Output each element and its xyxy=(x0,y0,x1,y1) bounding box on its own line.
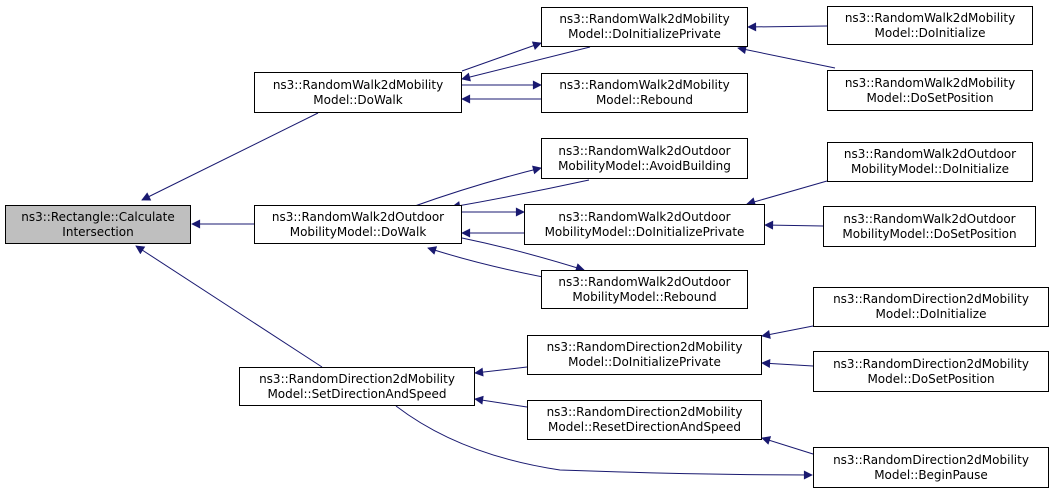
node-label-line2: Model::Rebound xyxy=(595,93,694,107)
node-randomwalk2d-rebound[interactable]: ns3::RandomWalk2dMobility Model::Rebound xyxy=(541,73,748,113)
node-randomwalk2d-dosetposition[interactable]: ns3::RandomWalk2dMobility Model::DoSetPo… xyxy=(827,70,1033,111)
node-label-line1: ns3::RandomWalk2dOutdoor xyxy=(558,274,731,289)
node-label-line2: Model::DoSetPosition xyxy=(866,90,994,105)
node-label-line2: Model::ResetDirectionAndSpeed xyxy=(548,420,741,434)
node-randomdirection2d-dosetposition[interactable]: ns3::RandomDirection2dMobility Model::Do… xyxy=(813,351,1049,392)
node-label-line2: Model::DoSetPosition xyxy=(867,371,995,386)
node-label-line2: Model::BeginPause xyxy=(874,467,988,482)
edge-ro-dosetpos-to-ro-doinitp xyxy=(764,220,824,230)
node-label-line1: ns3::RandomWalk2dOutdoor xyxy=(558,209,731,224)
edge-rd-setdir-to-root xyxy=(135,245,323,368)
node-randomwalk2doutdoor-doinitializeprivate[interactable]: ns3::RandomWalk2dOutdoor MobilityModel::… xyxy=(524,204,765,245)
edge-rd-reset-to-rd-setdir xyxy=(474,395,528,408)
node-randomwalk2d-doinitializeprivate[interactable]: ns3::RandomWalk2dMobility Model::DoIniti… xyxy=(541,7,748,47)
node-label-line1: ns3::RandomDirection2dMobility xyxy=(833,356,1029,371)
node-randomdirection2d-doinitialize[interactable]: ns3::RandomDirection2dMobility Model::Do… xyxy=(813,287,1049,327)
node-label-line1: ns3::RandomWalk2dMobility xyxy=(844,10,1016,25)
node-label-line2: Model::DoWalk xyxy=(313,92,403,107)
node-randomwalk2doutdoor-avoidbuilding[interactable]: ns3::RandomWalk2dOutdoor MobilityModel::… xyxy=(541,138,748,179)
node-label-line1: ns3::RandomWalk2dOutdoor xyxy=(843,211,1016,226)
node-label-line2: MobilityModel::DoSetPosition xyxy=(842,226,1017,241)
node-label-line1: ns3::RandomWalk2dOutdoor xyxy=(843,147,1017,161)
node-randomwalk2d-dowalk[interactable]: ns3::RandomWalk2dMobility Model::DoWalk xyxy=(254,72,462,113)
node-label-line1: ns3::RandomWalk2dOutdoor xyxy=(558,143,731,158)
node-randomdirection2d-setdirectionandspeed[interactable]: ns3::RandomDirection2dMobility Model::Se… xyxy=(239,367,475,406)
node-label-line1: ns3::RandomWalk2dMobility xyxy=(272,77,444,92)
node-label-line2: Model::DoInitializePrivate xyxy=(568,27,721,41)
node-label-line2: MobilityModel::DoInitialize xyxy=(850,162,1010,176)
node-label-line2: Model::DoInitialize xyxy=(874,25,986,40)
node-label-line1: ns3::RandomWalk2dMobility xyxy=(559,12,730,26)
node-label-line1: ns3::RandomDirection2dMobility xyxy=(833,292,1029,306)
edge-rw-dowalk-to-root xyxy=(141,112,319,201)
node-randomdirection2d-beginpause[interactable]: ns3::RandomDirection2dMobility Model::Be… xyxy=(813,447,1049,488)
node-label-line2: Model::DoInitializePrivate xyxy=(568,355,721,369)
edge-rw-doinitp-to-rw-dowalk xyxy=(461,46,591,82)
edge-rw-doinit-to-rw-doinitp xyxy=(747,22,828,32)
node-randomwalk2doutdoor-dowalk[interactable]: ns3::RandomWalk2dOutdoor MobilityModel::… xyxy=(254,205,462,244)
node-label-line2: MobilityModel::DoWalk xyxy=(289,224,427,239)
node-label-line2: Intersection xyxy=(62,224,134,239)
edge-rd-dosetpos-to-rd-doinitp xyxy=(761,358,814,368)
edge-rd-pause-to-rd-reset xyxy=(761,436,814,455)
edge-rd-doinitp-to-rd-setdir xyxy=(474,366,528,377)
node-randomdirection2d-resetdirectionandspeed[interactable]: ns3::RandomDirection2dMobility Model::Re… xyxy=(527,400,762,440)
node-label-line1: ns3::RandomDirection2dMobility xyxy=(833,452,1029,467)
edge-rw-dosetpos-to-rw-doinitp xyxy=(737,45,836,69)
edge-ro-dowalk-to-ro-rebound xyxy=(461,237,585,272)
edge-ro-doinit-to-ro-doinitp xyxy=(746,180,828,207)
edge-ro-dowalk-to-ro-avoid xyxy=(411,165,542,208)
node-rectangle-calculate-intersection[interactable]: ns3::Rectangle::Calculate Intersection xyxy=(5,205,191,244)
node-randomwalk2doutdoor-rebound[interactable]: ns3::RandomWalk2dOutdoor MobilityModel::… xyxy=(541,270,748,309)
edge-ro-avoid-to-ro-dowalk xyxy=(451,179,590,211)
node-label-line1: ns3::RandomWalk2dMobility xyxy=(844,75,1016,90)
node-label-line1: ns3::RandomDirection2dMobility xyxy=(546,340,743,354)
edge-rd-setdir-to-rd-pause xyxy=(395,405,813,480)
node-label-line1: ns3::RandomWalk2dOutdoor xyxy=(271,209,445,224)
node-label-line2: MobilityModel::DoInitializePrivate xyxy=(544,224,745,239)
node-label-line2: Model::SetDirectionAndSpeed xyxy=(267,386,447,401)
node-randomwalk2doutdoor-dosetposition[interactable]: ns3::RandomWalk2dOutdoor MobilityModel::… xyxy=(823,206,1036,247)
node-randomwalk2d-doinitialize[interactable]: ns3::RandomWalk2dMobility Model::DoIniti… xyxy=(827,6,1033,45)
node-label-line1: ns3::RandomWalk2dMobility xyxy=(559,78,730,92)
node-label-line1: ns3::Rectangle::Calculate xyxy=(21,209,175,224)
node-label-line2: MobilityModel::AvoidBuilding xyxy=(558,158,731,173)
node-label-line1: ns3::RandomDirection2dMobility xyxy=(546,405,743,419)
edge-rw-dowalk-to-rw-doinitp xyxy=(461,41,542,72)
node-randomdirection2d-doinitializeprivate[interactable]: ns3::RandomDirection2dMobility Model::Do… xyxy=(527,335,762,375)
node-label-line2: MobilityModel::Rebound xyxy=(572,289,717,304)
node-randomwalk2doutdoor-doinitialize[interactable]: ns3::RandomWalk2dOutdoor MobilityModel::… xyxy=(827,142,1033,182)
node-label-line1: ns3::RandomDirection2dMobility xyxy=(259,371,455,386)
node-label-line2: Model::DoInitialize xyxy=(875,307,987,321)
edge-rd-doinit-to-rd-doinitp xyxy=(761,325,814,339)
